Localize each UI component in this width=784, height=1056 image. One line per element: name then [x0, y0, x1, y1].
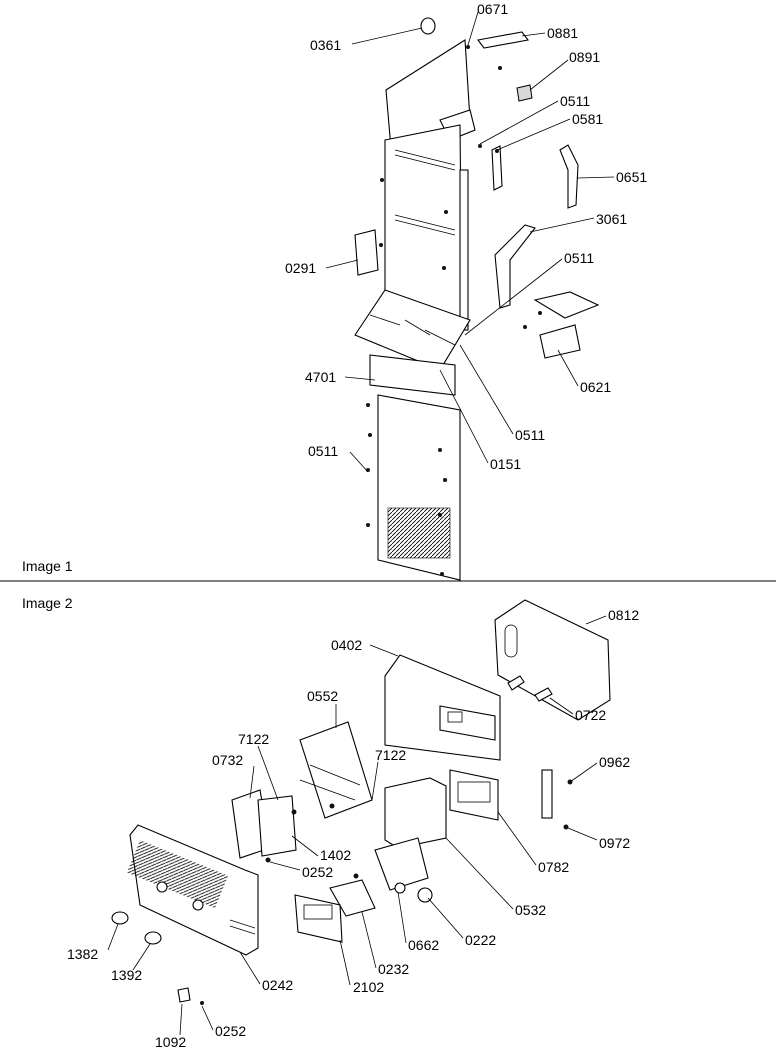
label: 3061: [596, 211, 627, 227]
knob-0361: [420, 17, 436, 35]
labels-image2: 0812 0402 0722 0552 7122 0732 7122 0962 …: [67, 607, 639, 1050]
clip-1092: [177, 987, 191, 1003]
label: 0222: [465, 932, 496, 948]
label: 1382: [67, 946, 98, 962]
box-0532: [384, 777, 447, 849]
label: 0671: [477, 1, 508, 17]
label: 7122: [375, 747, 406, 763]
labels-image1: 0361 0671 0881 0891 0511 0581 0651 3061 …: [285, 1, 647, 472]
label: 0402: [331, 637, 362, 653]
grille-shelf: [354, 289, 471, 371]
label: 0511: [560, 93, 590, 109]
frame-0782: [449, 769, 499, 821]
label: 1392: [111, 967, 142, 983]
label: 0291: [285, 260, 316, 276]
part-0232: [329, 879, 376, 917]
label: 1092: [155, 1034, 186, 1050]
label: 0782: [538, 859, 569, 875]
duct-plate-0621: [533, 291, 600, 319]
label: 0511: [308, 443, 338, 459]
bracket-0812: [494, 599, 611, 721]
motor-0222: [374, 837, 429, 891]
label: 0361: [310, 37, 341, 53]
label: 0552: [307, 688, 338, 704]
knob-1382: [111, 911, 129, 925]
label: 0891: [569, 49, 600, 65]
image1-drawing: 0361 0671 0881 0891 0511 0581 0651 3061 …: [285, 1, 647, 581]
label: 0722: [575, 707, 606, 723]
screws-image1: [366, 45, 542, 576]
label: 0812: [608, 607, 639, 623]
frame-0552: [299, 721, 373, 819]
label: 0242: [262, 977, 293, 993]
label: 0511: [515, 427, 545, 443]
duct-0621: [539, 324, 581, 359]
label: 2102: [353, 979, 384, 995]
label: 0621: [580, 379, 611, 395]
screws-image2: [200, 779, 573, 1005]
label: 0662: [408, 937, 439, 953]
standoff-0722b: [534, 687, 553, 702]
part-0662: [394, 882, 406, 894]
part-1402: [257, 795, 297, 857]
bracket-0581: [491, 145, 503, 191]
strip-0962: [541, 769, 553, 819]
label: 0972: [599, 835, 630, 851]
label: 0232: [378, 961, 409, 977]
label: 0962: [599, 754, 630, 770]
label: 7122: [238, 731, 269, 747]
label: 0511: [564, 250, 594, 266]
section-title-image2: Image 2: [22, 595, 73, 611]
side-bracket: [354, 229, 379, 276]
standoff-0722: [507, 675, 525, 691]
section-title-image1: Image 1: [22, 558, 73, 574]
leaders-image2: [107, 615, 607, 1036]
label: 0151: [490, 456, 521, 472]
label: 0252: [215, 1023, 246, 1039]
frame-2102: [294, 894, 343, 943]
leaders-image1: [325, 11, 615, 473]
front-strip: [369, 354, 456, 396]
tube-0651: [559, 144, 579, 209]
label: 0732: [212, 752, 243, 768]
image2-drawing: 0812 0402 0722 0552 7122 0732 7122 0962 …: [67, 599, 639, 1050]
label: 0532: [515, 902, 546, 918]
block-0891: [516, 84, 533, 102]
strip-0881: [477, 31, 529, 49]
label: 1402: [320, 847, 351, 863]
knob-1392: [144, 931, 162, 945]
label: 0881: [547, 25, 578, 41]
label: 4701: [305, 369, 336, 385]
vertical-strip: [459, 169, 469, 331]
label: 0252: [302, 864, 333, 880]
label: 0651: [616, 169, 647, 185]
label: 0581: [572, 111, 603, 127]
